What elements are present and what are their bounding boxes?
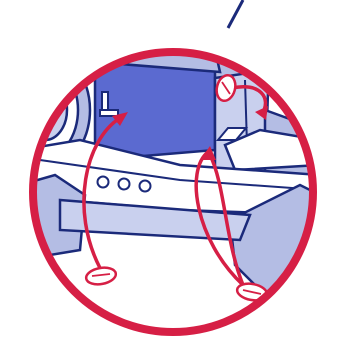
magnified-view (0, 38, 330, 345)
callout-pointer-line (228, 0, 243, 28)
